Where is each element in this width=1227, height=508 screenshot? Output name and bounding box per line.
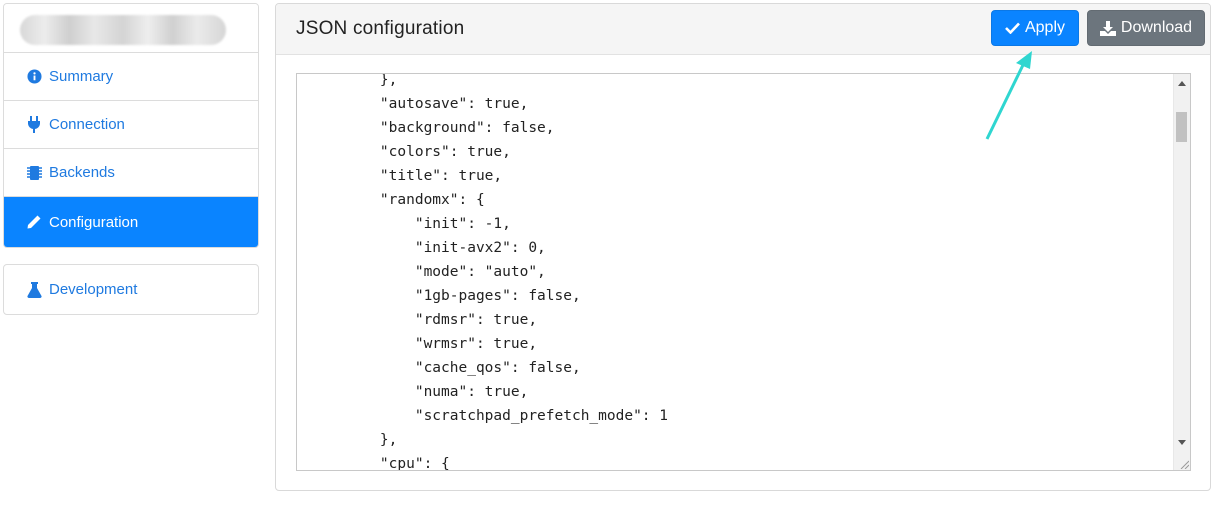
sidebar-item-connection[interactable]: Connection <box>4 101 258 149</box>
annotation-arrow-icon <box>985 51 1032 140</box>
pencil-icon <box>26 214 42 230</box>
panel-header: JSON configuration Apply Download <box>276 4 1210 55</box>
scroll-up-arrow-icon[interactable] <box>1178 81 1186 86</box>
sidebar-item-label: Connection <box>49 116 125 133</box>
download-icon <box>1099 20 1116 36</box>
json-editor[interactable]: }, "autosave": true, "background": false… <box>296 73 1191 471</box>
chip-icon <box>26 165 42 181</box>
sidebar-item-summary[interactable]: Summary <box>4 53 258 101</box>
sidebar: Summary Connection Backends Configuratio… <box>3 3 259 315</box>
scroll-thumb[interactable] <box>1176 112 1187 142</box>
scroll-down-arrow-icon[interactable] <box>1178 440 1186 445</box>
resize-grip-icon[interactable] <box>1179 459 1189 469</box>
json-editor-content[interactable]: }, "autosave": true, "background": false… <box>379 73 669 471</box>
download-button[interactable]: Download <box>1087 10 1205 46</box>
download-button-label: Download <box>1120 19 1193 36</box>
sidebar-secondary-nav: Development <box>3 264 259 315</box>
user-header <box>4 4 258 53</box>
sidebar-item-development[interactable]: Development <box>4 265 258 314</box>
editor-scrollbar[interactable] <box>1173 74 1190 470</box>
sidebar-item-label: Configuration <box>49 213 139 231</box>
page-title: JSON configuration <box>296 18 465 39</box>
sidebar-item-label: Summary <box>49 68 114 85</box>
sidebar-item-configuration[interactable]: Configuration <box>4 197 258 247</box>
plug-icon <box>26 116 42 133</box>
check-icon <box>1005 22 1020 34</box>
info-circle-icon <box>26 69 42 85</box>
sidebar-item-backends[interactable]: Backends <box>4 149 258 197</box>
sidebar-item-label: Development <box>49 281 138 298</box>
blurred-user-name <box>20 15 226 45</box>
flask-icon <box>26 281 42 298</box>
sidebar-item-label: Backends <box>49 164 115 181</box>
apply-button[interactable]: Apply <box>991 10 1079 46</box>
sidebar-nav: Summary Connection Backends Configuratio… <box>3 3 259 248</box>
apply-button-label: Apply <box>1024 19 1066 36</box>
json-config-panel: JSON configuration Apply Download }, "au… <box>275 3 1211 491</box>
